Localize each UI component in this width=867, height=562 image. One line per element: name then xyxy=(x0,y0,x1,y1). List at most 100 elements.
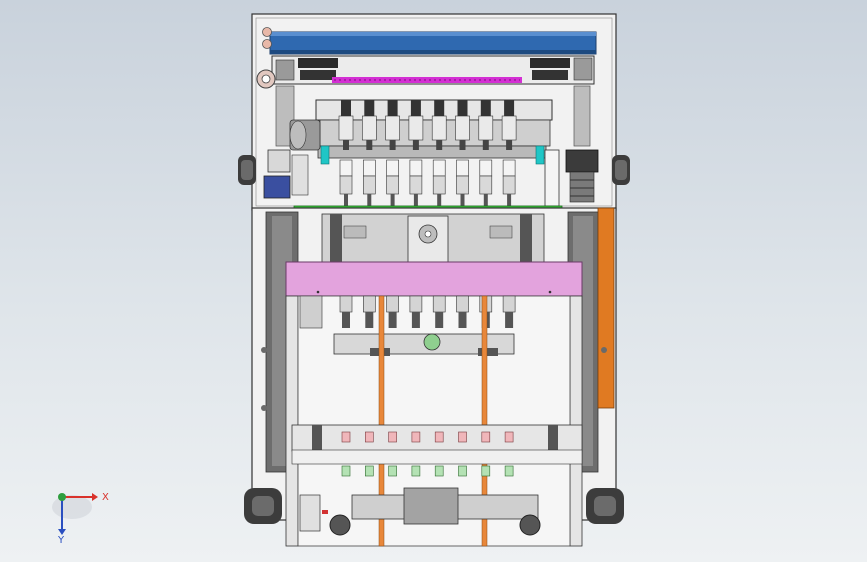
green-clip xyxy=(341,465,351,477)
gripper-stem xyxy=(482,140,489,150)
nozzle-body xyxy=(456,295,469,313)
nozzle-tip xyxy=(458,312,467,328)
suction-body xyxy=(432,175,446,195)
suction-cup xyxy=(339,159,353,177)
suction-cup xyxy=(409,159,423,177)
nozzle-body xyxy=(409,295,423,313)
pink-top-plate xyxy=(285,261,583,297)
gripper-head xyxy=(480,100,491,116)
nozzle-tip xyxy=(505,312,514,328)
gripper-head xyxy=(341,100,351,116)
gripper-stem xyxy=(366,140,373,150)
gripper-head xyxy=(457,100,468,116)
gripper-body xyxy=(455,115,470,141)
suction-body xyxy=(409,175,423,195)
green-clip xyxy=(388,465,397,477)
nozzle-body xyxy=(502,295,516,313)
suction-body xyxy=(456,175,469,195)
green-clip-row xyxy=(341,465,514,477)
suction-body xyxy=(339,175,353,195)
suction-cup xyxy=(362,159,376,177)
suction-rod xyxy=(437,194,442,212)
suction-cup xyxy=(502,159,516,177)
gripper-body xyxy=(501,115,517,141)
pink-fitting xyxy=(458,431,467,443)
nozzle-body xyxy=(362,295,376,313)
caster-wheel-upper-right xyxy=(612,155,630,185)
gripper-body xyxy=(408,115,424,141)
bottom-transfer-assembly xyxy=(299,487,541,536)
gripper-stem xyxy=(436,140,443,150)
gripper-head xyxy=(410,100,421,116)
nozzle-tip xyxy=(388,312,397,328)
nozzle-tip xyxy=(411,312,420,328)
nozzle-body xyxy=(432,295,446,313)
nozzle-body xyxy=(339,295,353,313)
pink-fitting xyxy=(481,431,491,443)
blue-gantry-beam xyxy=(269,31,597,55)
cyan-bracket-right xyxy=(535,145,545,165)
suction-rod xyxy=(390,194,395,212)
suction-body xyxy=(479,175,493,195)
linear-module xyxy=(271,55,595,85)
suction-rod xyxy=(507,194,512,212)
gripper-head xyxy=(387,100,398,116)
gripper-body xyxy=(478,115,494,141)
gripper-body xyxy=(361,115,377,141)
x-axis-label: X xyxy=(102,492,109,503)
gripper-stem xyxy=(459,140,466,150)
gripper-stem xyxy=(506,140,513,150)
green-clip xyxy=(434,465,444,477)
suction-rod xyxy=(413,194,418,212)
gripper-head xyxy=(364,100,375,116)
nozzle-tip xyxy=(435,312,444,328)
pink-fitting xyxy=(341,431,351,443)
gripper-head xyxy=(504,100,515,116)
right-cylinder xyxy=(565,149,599,203)
gripper-stem xyxy=(389,140,396,150)
y-axis-origin-icon xyxy=(58,493,66,501)
suction-cup xyxy=(432,159,446,177)
pulley-left xyxy=(256,69,276,89)
suction-rod xyxy=(367,194,372,212)
caster-wheel-bottom-left xyxy=(244,488,282,524)
gripper-body xyxy=(338,115,354,141)
green-clip xyxy=(364,465,374,477)
upper-gripper-heads xyxy=(338,100,517,150)
cross-bar-lower xyxy=(291,424,583,465)
pink-fitting xyxy=(504,431,514,443)
gripper-body xyxy=(431,115,447,141)
pink-fitting xyxy=(411,431,421,443)
magenta-strip xyxy=(332,77,522,83)
suction-rod xyxy=(460,194,465,212)
green-clip xyxy=(481,465,491,477)
suction-rod xyxy=(483,194,488,212)
green-clip xyxy=(504,465,514,477)
y-axis-label: Y xyxy=(57,535,65,545)
coordinate-triad-icon[interactable]: X Y xyxy=(50,485,120,545)
suction-cup xyxy=(456,159,469,177)
suction-body xyxy=(502,175,516,195)
middle-head-row xyxy=(339,159,516,212)
left-side-valves xyxy=(263,149,309,199)
suction-rod xyxy=(344,194,348,212)
central-column xyxy=(321,213,545,263)
caster-wheel-bottom-right xyxy=(586,488,624,524)
caster-wheel-upper-left xyxy=(238,155,256,185)
motor-cylinder-left xyxy=(289,119,321,151)
pink-fitting xyxy=(364,431,374,443)
suction-body xyxy=(386,175,399,195)
pink-fitting-row xyxy=(341,431,514,443)
pink-fitting xyxy=(388,431,397,443)
nozzle-tip xyxy=(365,312,374,328)
orange-rod-right xyxy=(481,295,488,547)
gripper-head xyxy=(434,100,445,116)
green-clip xyxy=(458,465,467,477)
suction-cup xyxy=(386,159,399,177)
pink-fitting xyxy=(434,431,444,443)
suction-body xyxy=(362,175,376,195)
gripper-body xyxy=(385,115,400,141)
orange-side-panel xyxy=(597,207,615,409)
orange-rod-left xyxy=(378,295,385,547)
